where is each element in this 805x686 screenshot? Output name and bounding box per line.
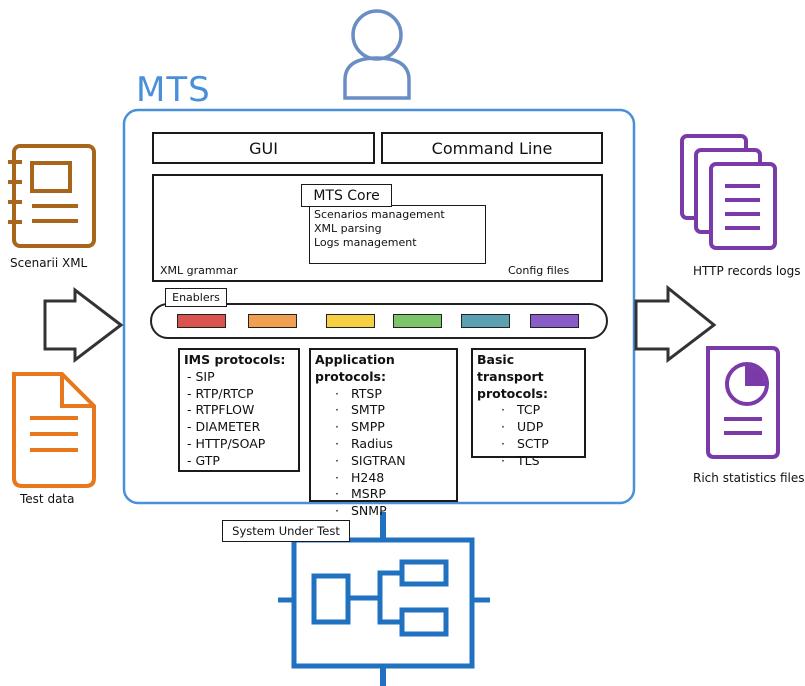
scenarii-xml-label: Scenarii XML (10, 256, 88, 270)
enabler-block (530, 314, 579, 328)
application-protocols-box: Application protocols: ·RTSP ·SMTP ·SMPP… (309, 348, 458, 518)
test-data-label: Test data (20, 492, 75, 506)
transport-item: TLS (517, 452, 540, 468)
system-under-test-label-box: System Under Test (222, 520, 350, 542)
core-item: XML parsing (314, 222, 382, 235)
ims-item: - SIP (187, 368, 215, 384)
transport-item: UDP (517, 419, 544, 435)
application-title: Application protocols: (315, 352, 395, 384)
application-item: SNMP (351, 503, 387, 519)
ims-list: - SIP - RTP/RTCP - RTPFLOW - DIAMETER - … (184, 369, 294, 470)
enablers-label: Enablers (172, 291, 220, 304)
ims-title: IMS protocols: (184, 352, 286, 367)
enabler-block (177, 314, 226, 328)
ims-item: - RTP/RTCP (187, 385, 254, 401)
core-item: Logs management (314, 236, 417, 249)
gui-label: GUI (249, 138, 278, 158)
application-item: SMTP (351, 402, 385, 418)
application-item: Radius (351, 435, 393, 451)
output-arrow (634, 284, 717, 364)
ims-protocols-box: IMS protocols: - SIP - RTP/RTCP - RTPFLO… (178, 348, 300, 472)
transport-protocols-box: Basic transport protocols: ·TCP ·UDP ·SC… (471, 348, 586, 468)
transport-title-1: Basic transport (477, 352, 544, 384)
rich-statistics-label: Rich statistics files (693, 471, 805, 485)
gui-box: GUI (152, 132, 375, 164)
enabler-block (248, 314, 297, 328)
application-item: SMPP (351, 419, 385, 435)
system-chip-icon (278, 537, 490, 669)
transport-list: ·TCP ·UDP ·SCTP ·TLS (501, 402, 549, 468)
enabler-block (393, 314, 442, 328)
enablers-label-box: Enablers (165, 288, 227, 307)
enabler-block (326, 314, 375, 328)
core-item: Scenarios management (314, 208, 445, 221)
transport-title-2: protocols: (477, 385, 548, 401)
mts-title: MTS (136, 70, 211, 110)
ims-item: - DIAMETER (187, 419, 261, 435)
mts-core-items-box: Scenarios management XML parsing Logs ma… (309, 205, 486, 264)
enabler-block (461, 314, 510, 328)
system-under-test-label: System Under Test (232, 524, 340, 538)
document-icon (12, 372, 96, 488)
mts-core-title-box: MTS Core (301, 184, 392, 207)
transport-item: SCTP (517, 435, 549, 451)
mts-core-title: MTS Core (313, 187, 380, 204)
notebook-icon (8, 144, 96, 248)
mts-frame (122, 108, 636, 505)
config-files-label: Config files (508, 264, 570, 277)
transport-item: TCP (517, 402, 541, 418)
application-item: RTSP (351, 385, 382, 401)
ims-item: - RTPFLOW (187, 402, 255, 418)
xml-grammar-label: XML grammar (160, 264, 238, 277)
command-line-box: Command Line (381, 132, 603, 164)
stacked-documents-icon (680, 134, 777, 250)
ims-item: - HTTP/SOAP (187, 435, 266, 451)
enablers-bar (150, 303, 608, 339)
application-item: H248 (351, 469, 385, 485)
input-arrow (43, 286, 124, 364)
http-records-logs-label: HTTP records logs (693, 264, 801, 278)
command-line-label: Command Line (431, 138, 553, 158)
application-list: ·RTSP ·SMTP ·SMPP ·Radius ·SIGTRAN ·H248… (335, 385, 406, 519)
ims-item: - GTP (187, 452, 220, 468)
statistics-file-icon (706, 346, 780, 459)
user-icon (343, 9, 411, 100)
application-item: MSRP (351, 486, 386, 502)
application-item: SIGTRAN (351, 452, 406, 468)
